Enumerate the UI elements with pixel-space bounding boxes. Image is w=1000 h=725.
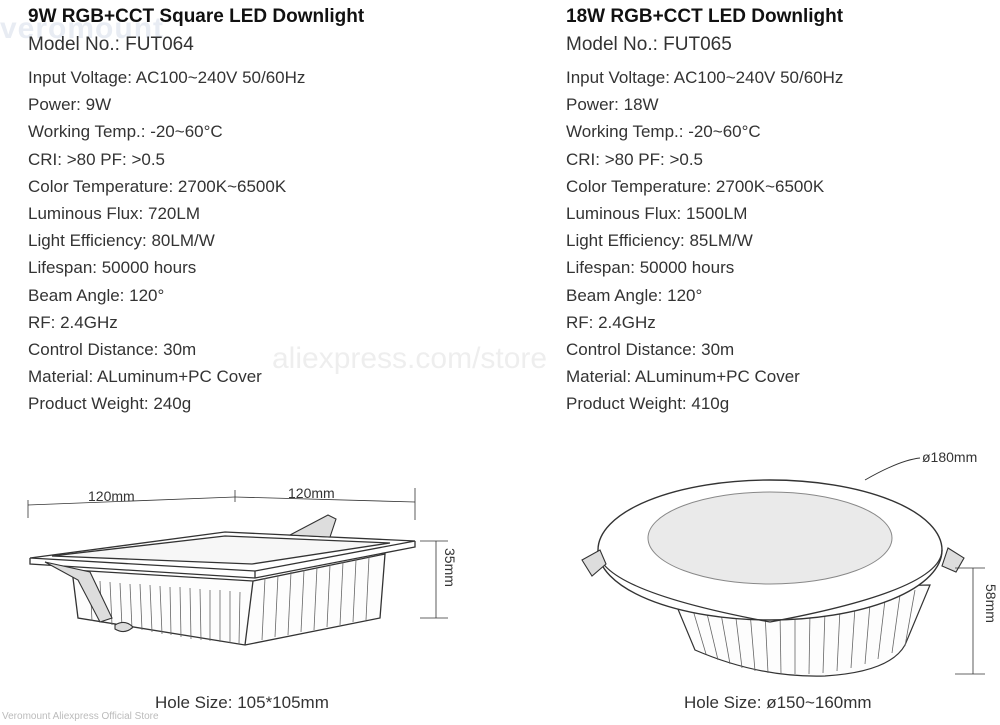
spec-list: Input Voltage: AC100~240V 50/60Hz Power:… xyxy=(566,64,843,418)
height-dimension: 58mm xyxy=(983,584,999,623)
spec-item: Beam Angle: 120° xyxy=(566,285,703,305)
spec-item: RF: 2.4GHz xyxy=(28,312,118,332)
spec-item: Working Temp.: -20~60°C xyxy=(28,122,223,142)
model-number: Model No.: FUT065 xyxy=(566,34,732,55)
spec-item: Color Temperature: 2700K~6500K xyxy=(28,176,287,196)
spec-item: Lifespan: 50000 hours xyxy=(28,258,197,278)
spec-item: RF: 2.4GHz xyxy=(566,312,656,332)
spec-item: Control Distance: 30m xyxy=(28,340,197,360)
spec-item: Beam Angle: 120° xyxy=(28,285,165,305)
width-dimension-b: 120mm xyxy=(288,485,335,501)
product-title: 18W RGB+CCT LED Downlight xyxy=(566,6,844,27)
spec-item: Color Temperature: 2700K~6500K xyxy=(566,176,825,196)
spec-item: Luminous Flux: 1500LM xyxy=(566,204,748,224)
spec-item: Working Temp.: -20~60°C xyxy=(566,122,761,142)
spec-item: CRI: >80 PF: >0.5 xyxy=(566,149,704,169)
hole-size: Hole Size: 105*105mm xyxy=(155,693,329,712)
spec-item: Product Weight: 410g xyxy=(566,394,730,414)
spec-item: Material: ALuminum+PC Cover xyxy=(566,367,800,387)
store-watermark: aliexpress.com/store xyxy=(272,342,548,375)
spec-list: Input Voltage: AC100~240V 50/60Hz Power:… xyxy=(28,64,364,418)
product-title: 9W RGB+CCT Square LED Downlight xyxy=(28,6,365,27)
store-watermark-footer: Veromount Aliexpress Official Store xyxy=(2,711,159,722)
width-dimension-a: 120mm xyxy=(88,488,135,504)
height-dimension: 35mm xyxy=(442,548,458,587)
spec-item: Input Voltage: AC100~240V 50/60Hz xyxy=(28,68,306,87)
spec-item: Control Distance: 30m xyxy=(566,340,735,360)
product-spec-fut065: 18W RGB+CCT LED Downlight Model No.: FUT… xyxy=(566,4,843,418)
square-downlight-drawing xyxy=(27,488,448,646)
round-downlight-drawing xyxy=(581,457,985,677)
product-spec-fut064: 9W RGB+CCT Square LED Downlight Model No… xyxy=(28,4,364,418)
spec-item: Power: 9W xyxy=(28,95,112,115)
spec-item: Luminous Flux: 720LM xyxy=(28,204,200,224)
spec-item: Light Efficiency: 85LM/W xyxy=(566,231,753,251)
spec-item: Power: 18W xyxy=(566,95,659,115)
spec-item: Product Weight: 240g xyxy=(28,394,192,414)
spec-item: Material: ALuminum+PC Cover xyxy=(28,367,262,387)
diameter-dimension: ø180mm xyxy=(922,449,978,465)
spec-item: Input Voltage: AC100~240V 50/60Hz xyxy=(566,68,844,87)
spec-item: Lifespan: 50000 hours xyxy=(566,258,735,278)
brand-watermark-logo: veromount xyxy=(0,12,165,45)
hole-size: Hole Size: ø150~160mm xyxy=(684,693,872,712)
model-number: Model No.: FUT064 xyxy=(28,34,194,55)
spec-item: Light Efficiency: 80LM/W xyxy=(28,231,215,251)
spec-item: CRI: >80 PF: >0.5 xyxy=(28,149,166,169)
